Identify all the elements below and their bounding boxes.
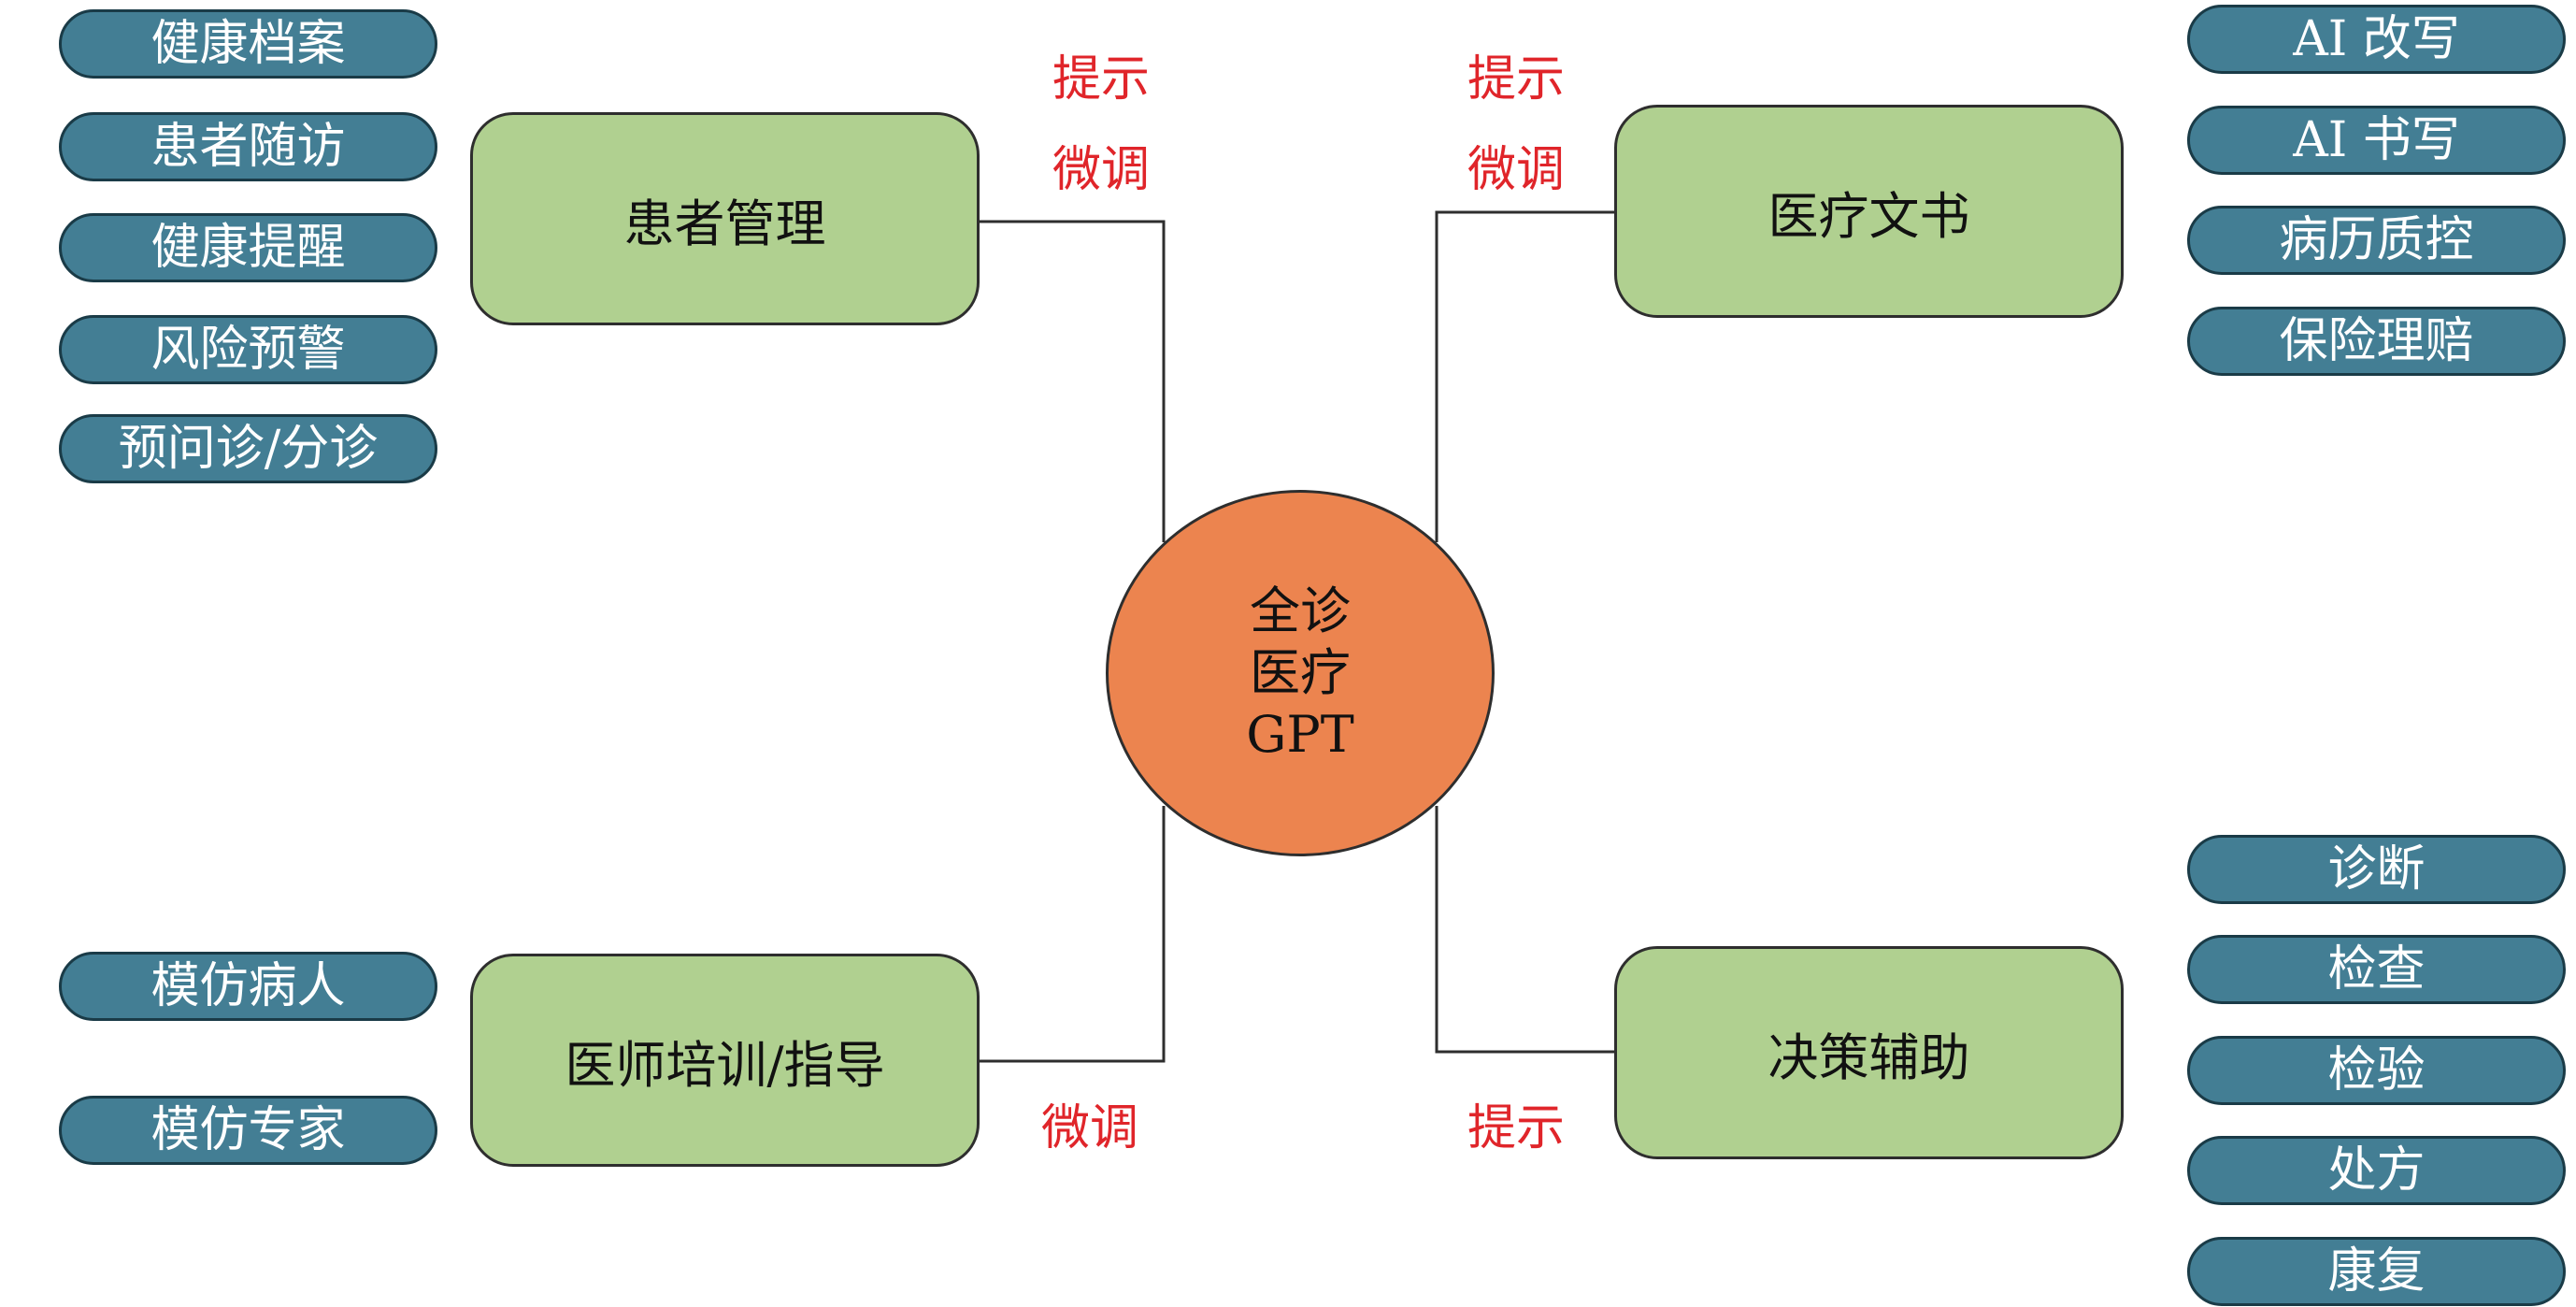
hub-line-3: GPT: [1246, 705, 1354, 764]
pill-health-reminder: 健康提醒: [59, 213, 437, 282]
node-patient-management: 患者管理: [470, 112, 980, 325]
pill-simulate-expert: 模仿专家: [59, 1096, 437, 1165]
pill-patient-followup: 患者随访: [59, 112, 437, 181]
node-doctor-training-label: 医师培训/指导: [565, 1035, 885, 1095]
pill-health-record: 健康档案: [59, 9, 437, 79]
label-finetune-top-left: 微调: [1052, 142, 1151, 198]
node-patient-management-label: 患者管理: [623, 194, 826, 253]
connector-doctor-training: [980, 806, 1166, 1063]
label-finetune-bottom-left: 微调: [1041, 1100, 1139, 1156]
connector-medical-docs: [1435, 210, 1614, 542]
pill-examination: 检查: [2187, 935, 2566, 1004]
pill-risk-warning: 风险预警: [59, 315, 437, 384]
connector-decision-support: [1435, 806, 1614, 1054]
pill-prescription: 处方: [2187, 1136, 2566, 1205]
pill-ai-writing: AI 书写: [2187, 106, 2566, 175]
pill-diagnosis: 诊断: [2187, 835, 2566, 904]
pill-simulate-patient: 模仿病人: [59, 952, 437, 1021]
label-finetune-top-right: 微调: [1467, 142, 1566, 198]
node-medical-documents-label: 医疗文书: [1767, 186, 1970, 246]
node-decision-support-label: 决策辅助: [1767, 1027, 1970, 1087]
hub-line-2: 医疗: [1250, 643, 1351, 702]
node-doctor-training: 医师培训/指导: [470, 954, 980, 1167]
pill-lab-test: 检验: [2187, 1036, 2566, 1105]
pill-record-qc: 病历质控: [2187, 206, 2566, 275]
pill-rehabilitation: 康复: [2187, 1237, 2566, 1306]
label-prompt-top-left: 提示: [1052, 51, 1151, 108]
pill-pre-consultation-triage: 预问诊/分诊: [59, 414, 437, 483]
node-medical-documents: 医疗文书: [1614, 105, 2124, 318]
hub-line-1: 全诊: [1250, 582, 1351, 640]
hub-circle: 全诊 医疗 GPT: [1106, 490, 1495, 856]
label-prompt-bottom-right: 提示: [1467, 1100, 1566, 1156]
node-decision-support: 决策辅助: [1614, 946, 2124, 1159]
pill-insurance-claims: 保险理赔: [2187, 307, 2566, 376]
label-prompt-top-right: 提示: [1467, 51, 1566, 108]
connector-patient-mgmt: [980, 220, 1166, 542]
pill-ai-rewrite: AI 改写: [2187, 5, 2566, 74]
